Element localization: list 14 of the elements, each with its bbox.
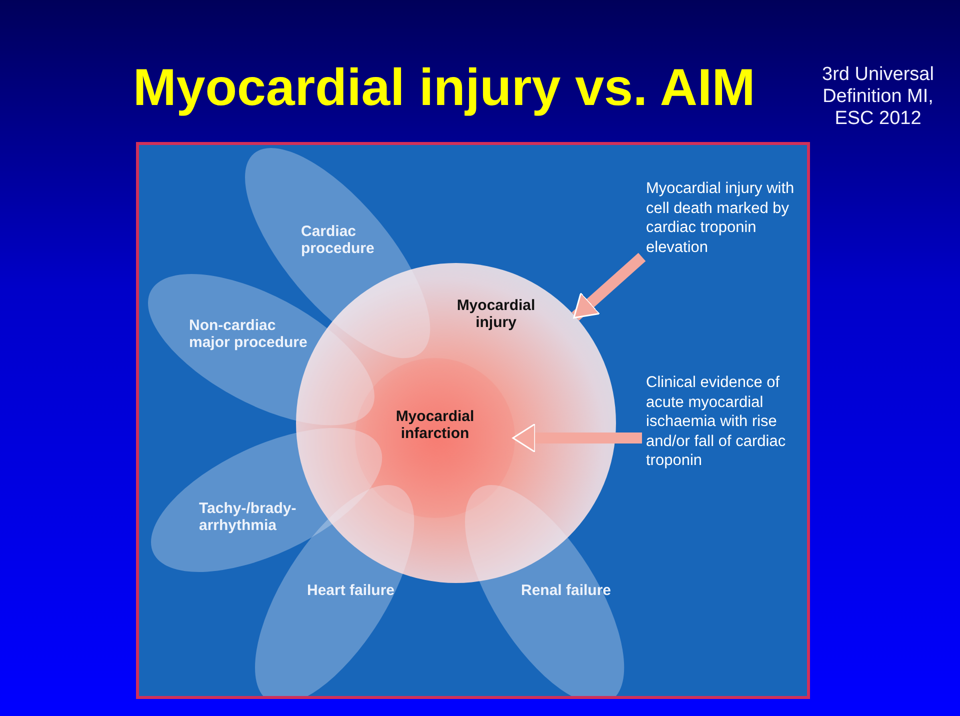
cause-label: Non-cardiac major procedure <box>188 316 308 351</box>
slide-title: Myocardial injury vs. AIM <box>133 58 756 118</box>
cause-label: Heart failure <box>306 582 396 599</box>
region-label: Myocardial infarction <box>394 408 476 442</box>
cause-label: Tachy-/brady-arrhythmia <box>198 500 298 534</box>
block-arrow <box>572 252 646 321</box>
cause-label: Renal failure <box>520 582 612 599</box>
cause-label: Cardiac procedure <box>300 222 376 257</box>
petal-ellipse <box>151 428 383 572</box>
source-note: 3rd Universal Definition MI, ESC 2012 <box>821 64 935 130</box>
annotation-text: Myocardial injury with cell death marked by cardiac troponin elevation <box>646 179 804 257</box>
annotation-text: Clinical evidence of acute myocardial ischaemia with rise and/or fall of cardiac troponin <box>646 373 804 470</box>
petal-ellipse <box>148 274 374 426</box>
region-label: Myocardial injury <box>456 297 536 331</box>
